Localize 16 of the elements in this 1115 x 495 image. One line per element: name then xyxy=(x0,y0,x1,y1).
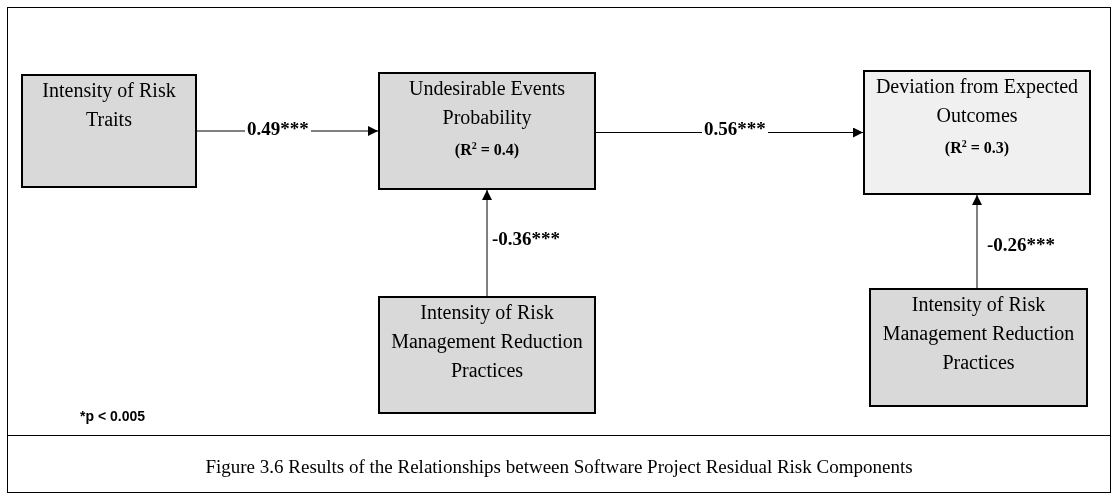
variable-name: Intensity of Risk Traits xyxy=(41,78,177,132)
variable-name: Undesirable Events Probability xyxy=(407,76,567,131)
footnote: *p < 0.005 xyxy=(80,408,145,424)
variable-name: Intensity of Risk Management Reduction Practices xyxy=(881,292,1076,375)
figure-caption: Figure 3.6 Results of the Relationships between Software Project Residual Risk Components xyxy=(204,456,914,478)
arrow xyxy=(482,189,492,297)
r-squared-value: (R$^{2}$ = 0.4) xyxy=(454,140,520,160)
variable-box xyxy=(869,288,1088,407)
variable-name: Deviation from Expected Outcomes xyxy=(874,74,1080,128)
variable-box xyxy=(21,74,197,188)
variable-box xyxy=(378,296,596,414)
r-squared-value: (R$^{2}$ = 0.3) xyxy=(944,138,1010,158)
variable-name: Intensity of Risk Management Reduction Practices xyxy=(390,300,584,383)
variable-box xyxy=(863,70,1091,195)
arrow xyxy=(972,194,982,289)
variable-box xyxy=(378,72,596,190)
